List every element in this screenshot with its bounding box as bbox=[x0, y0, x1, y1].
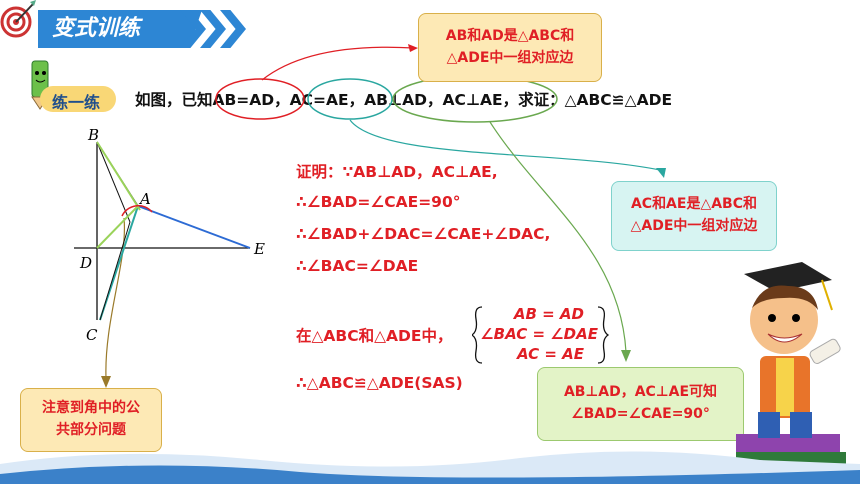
geometry-figure: B A D E C bbox=[74, 126, 265, 344]
system-row-1: AB = AD bbox=[513, 305, 584, 323]
segment-ae bbox=[137, 205, 251, 249]
practice-badge bbox=[40, 86, 116, 112]
highlight-ac-ae bbox=[307, 78, 393, 120]
angle-mark-a bbox=[121, 204, 153, 217]
point-label-d: D bbox=[79, 254, 92, 272]
arrow-to-note-perp bbox=[489, 121, 627, 353]
note-ab-ad: AB和AD是△ABC和△ADE中一组对应边 bbox=[418, 13, 602, 82]
point-label-e: E bbox=[253, 240, 265, 258]
section-title-banner: 变式训练 bbox=[38, 10, 202, 48]
system-row-2: ∠BAC = ∠DAE bbox=[480, 325, 598, 343]
proof-line-2: ∴∠BAD=∠CAE=90° bbox=[296, 193, 461, 211]
segment-bd-extra bbox=[96, 141, 131, 223]
proof-line-4: ∴∠BAC=∠DAE bbox=[296, 257, 419, 275]
segment-ad bbox=[96, 205, 139, 249]
cartoon-student-illustration bbox=[730, 262, 850, 476]
note-perpendicular: AB⊥AD，AC⊥AE可知∠BAD=∠CAE=90° bbox=[537, 367, 744, 441]
dart-target-icon bbox=[0, 0, 36, 40]
highlight-ab-ad bbox=[215, 78, 305, 120]
practice-label: 练一练 bbox=[52, 93, 101, 112]
point-label-b: B bbox=[87, 126, 99, 144]
highlight-perp bbox=[392, 75, 558, 123]
proof-line-3: ∴∠BAD+∠DAC=∠CAE+∠DAC, bbox=[296, 225, 551, 243]
point-label-a: A bbox=[138, 190, 151, 208]
system-row-3: AC = AE bbox=[516, 345, 584, 363]
proof-equation-system: AB = AD ∠BAC = ∠DAE AC = AE bbox=[472, 305, 610, 365]
note-common-part: 注意到角中的公共部分问题 bbox=[20, 388, 162, 452]
arrow-to-note-ab-ad bbox=[261, 46, 415, 81]
proof-conclusion: ∴△ABC≌△ADE(SAS) bbox=[296, 374, 463, 392]
arrow-to-note-ac-ae bbox=[349, 119, 661, 171]
problem-statement: 如图，已知AB=AD，AC=AE，AB⊥AD，AC⊥AE，求证：△ABC≌△AD… bbox=[135, 91, 673, 109]
note-ac-ae: AC和AE是△ABC和△ADE中一组对应边 bbox=[611, 181, 777, 251]
point-label-c: C bbox=[86, 326, 98, 344]
bottom-wave-decoration bbox=[0, 451, 860, 484]
proof-system-intro: 在△ABC和△ADE中， bbox=[296, 327, 453, 345]
segment-ce bbox=[99, 221, 131, 321]
segment-bc-green bbox=[96, 141, 141, 211]
proof-line-1: 证明：∵AB⊥AD，AC⊥AE, bbox=[296, 163, 498, 181]
arrow-to-note-common bbox=[105, 217, 126, 379]
